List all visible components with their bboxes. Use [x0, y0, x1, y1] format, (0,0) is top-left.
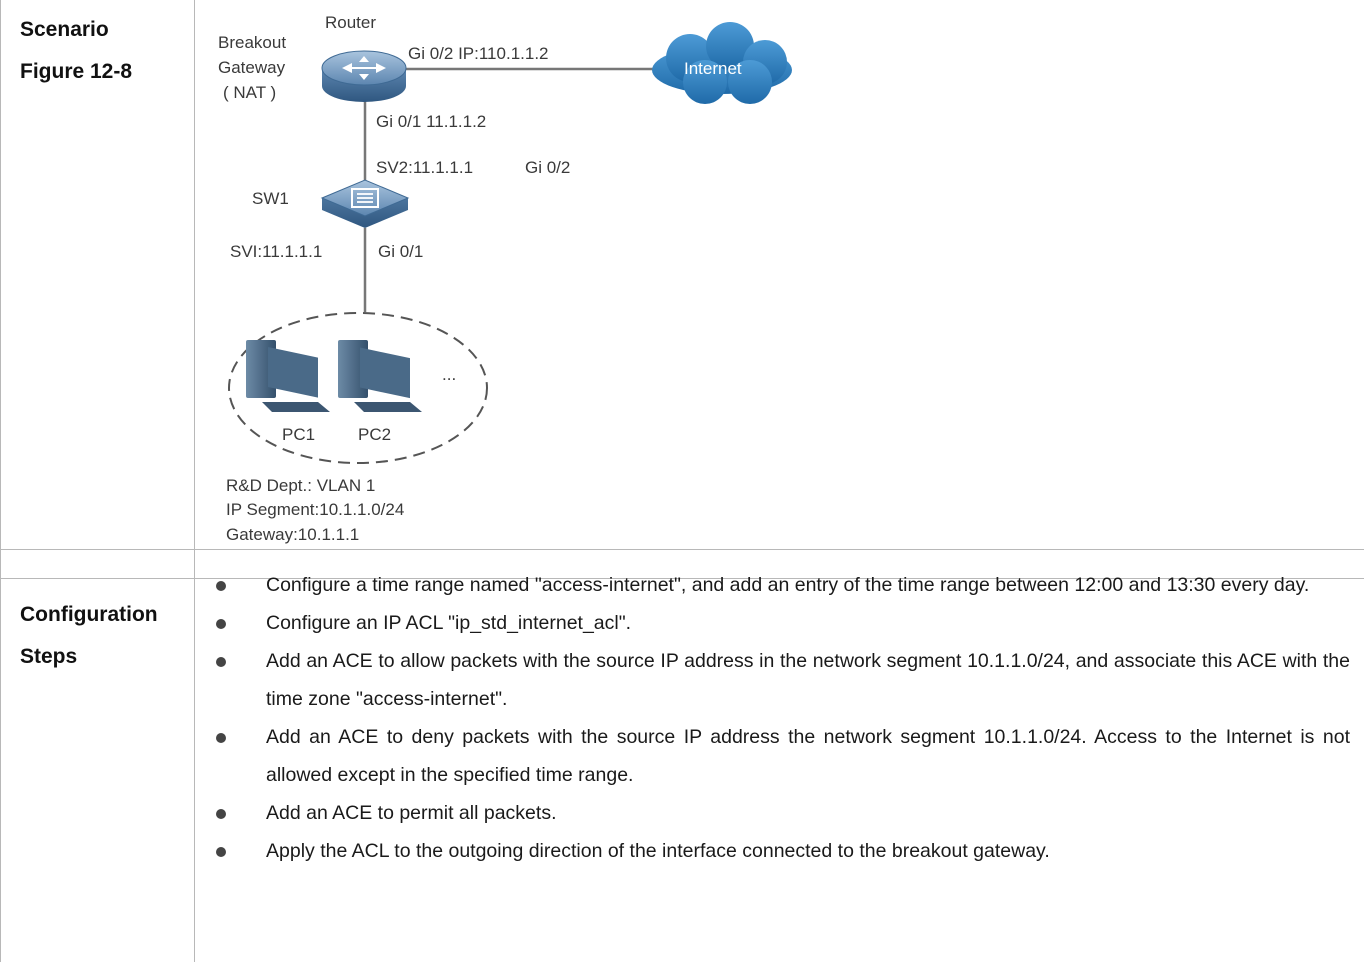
step-item: Add an ACE to permit all packets.: [196, 794, 1364, 832]
row-divider-1: [0, 549, 1364, 550]
network-topology-diagram: Router Breakout Gateway ( NAT ) Gi 0/2 I…: [218, 13, 792, 544]
step-item: Add an ACE to deny packets with the sour…: [196, 718, 1364, 794]
step-text: Configure a time range named "access-int…: [266, 574, 1310, 596]
configuration-steps-list: Configure a time range named "access-int…: [196, 566, 1364, 870]
dept-vlan: R&D Dept.: VLAN 1: [226, 476, 375, 495]
gateway-label-line1: Breakout: [218, 33, 286, 52]
bullet-icon: [216, 809, 226, 819]
bullet-icon: [216, 847, 226, 857]
pc1-icon: [246, 340, 330, 412]
step-item: Configure an IP ACL "ip_std_internet_acl…: [196, 604, 1364, 642]
config-label-line2: Steps: [20, 645, 78, 668]
scenario-label: Scenario Figure 12-8: [20, 16, 132, 86]
pc1-label: PC1: [282, 425, 315, 444]
sw1-label: SW1: [252, 189, 289, 208]
table-left-border: [0, 0, 1, 962]
bullet-icon: [216, 733, 226, 743]
router-wan-interface: Gi 0/2 IP:110.1.1.2: [408, 44, 549, 63]
sw1-uplink-ip: SV2:11.1.1.1: [376, 158, 473, 177]
internet-cloud-icon: [652, 22, 792, 104]
scenario-label-line2: Figure 12-8: [20, 60, 133, 83]
sw1-down-port: Gi 0/1: [378, 242, 423, 261]
dept-ip-segment: IP Segment:10.1.1.0/24: [226, 500, 404, 519]
step-item: Configure a time range named "access-int…: [196, 566, 1364, 604]
gateway-label-line2: Gateway: [218, 58, 286, 77]
step-text: Apply the ACL to the outgoing direction …: [266, 840, 1050, 862]
step-text: Configure an IP ACL "ip_std_internet_acl…: [266, 612, 632, 634]
gateway-label-line3: ( NAT ): [223, 83, 276, 102]
step-text: Add an ACE to allow packets with the sou…: [266, 650, 1350, 710]
bullet-icon: [216, 581, 226, 591]
sw1-uplink-port: Gi 0/2: [525, 158, 570, 177]
step-item: Add an ACE to allow packets with the sou…: [196, 642, 1364, 718]
step-text: Add an ACE to deny packets with the sour…: [266, 726, 1350, 786]
scenario-label-line1: Scenario: [20, 18, 109, 41]
row-divider-2: [0, 578, 1364, 579]
internet-label: Internet: [684, 59, 742, 78]
dept-gateway: Gateway:10.1.1.1: [226, 525, 359, 544]
step-item: Apply the ACL to the outgoing direction …: [196, 832, 1364, 870]
config-steps-label: Configuration Steps: [20, 601, 158, 671]
bullet-icon: [216, 657, 226, 667]
more-pcs-ellipsis: ...: [442, 365, 456, 384]
pc2-icon: [338, 340, 422, 412]
switch-icon: [320, 179, 410, 228]
config-label-line1: Configuration: [20, 603, 158, 626]
router-lan-interface: Gi 0/1 11.1.1.2: [376, 112, 486, 131]
router-label: Router: [325, 13, 376, 32]
pc-group-boundary: [228, 312, 488, 464]
router-icon: [321, 50, 407, 102]
step-text: Add an ACE to permit all packets.: [266, 802, 557, 824]
pc2-label: PC2: [358, 425, 391, 444]
bullet-icon: [216, 619, 226, 629]
sw1-down-ip: SVI:11.1.1.1: [230, 242, 322, 261]
column-divider: [194, 0, 195, 962]
